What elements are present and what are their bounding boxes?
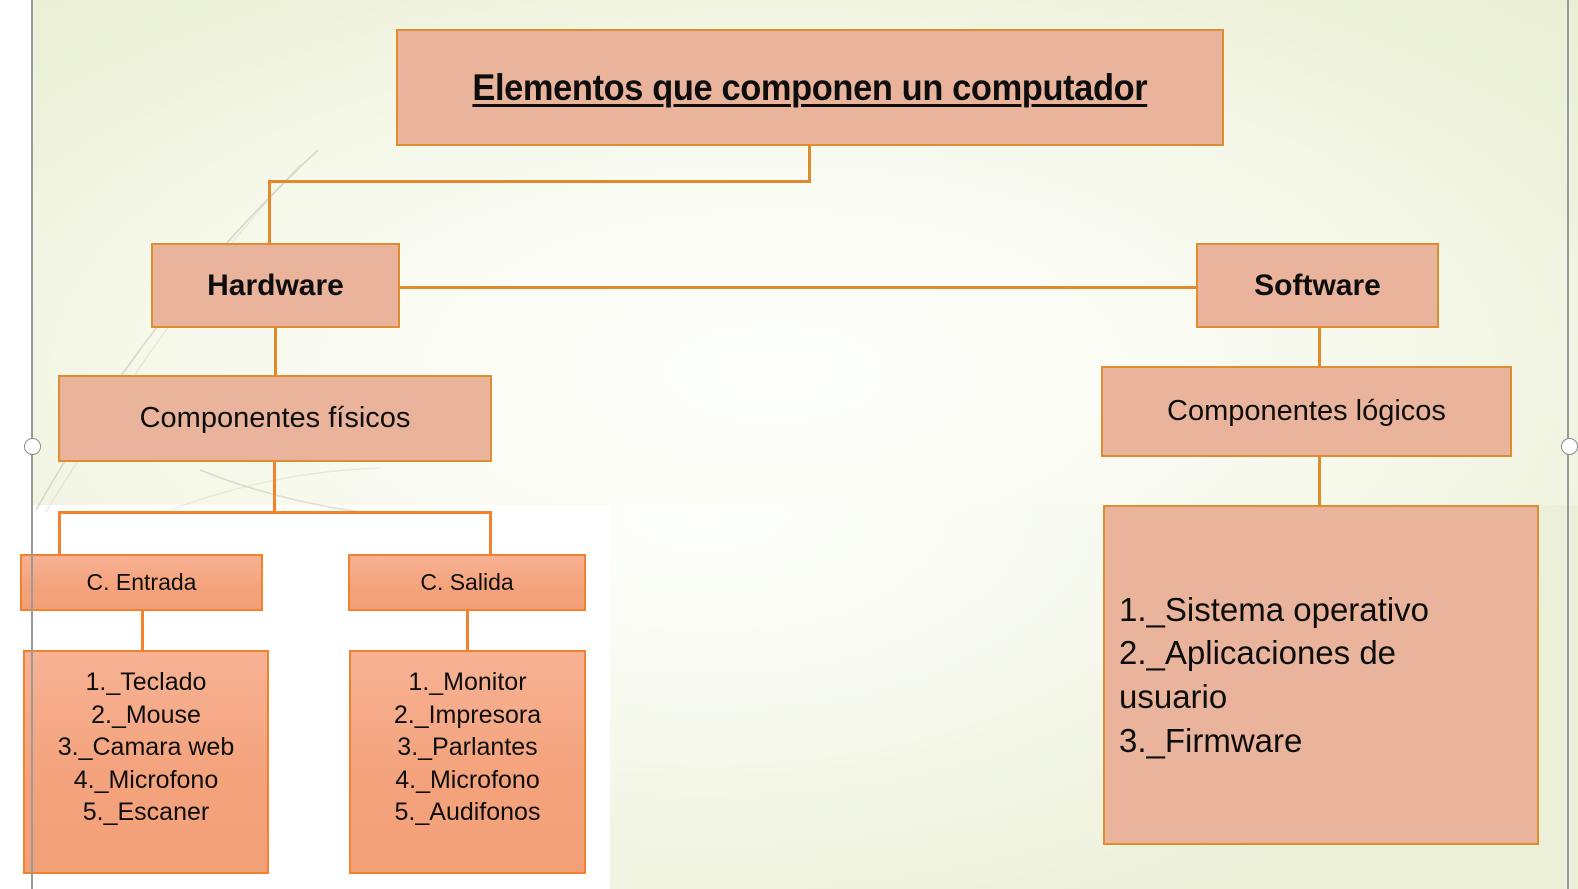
- connector-fisicos-down: [273, 462, 276, 513]
- node-componentes-logicos-label: Componentes lógicos: [1167, 395, 1446, 427]
- connector-salida-to-list: [466, 610, 469, 652]
- list-software[interactable]: 1._Sistema operativo 2._Aplicaciones de …: [1103, 505, 1539, 845]
- title-box[interactable]: Elementos que componen un computador: [396, 29, 1224, 146]
- list-salida-items: 1._Monitor 2._Impresora 3._Parlantes 4._…: [393, 668, 542, 826]
- node-componentes-fisicos-label: Componentes físicos: [139, 402, 411, 434]
- connector-entrada-to-list: [141, 610, 144, 652]
- list-entrada-items: 1._Teclado 2._Mouse 3._Camara web 4._Mic…: [57, 668, 235, 826]
- connector-logicos-to-software-list: [1318, 457, 1321, 507]
- node-componentes-salida-label: C. Salida: [420, 569, 514, 595]
- list-entrada[interactable]: 1._Teclado 2._Mouse 3._Camara web 4._Mic…: [23, 650, 269, 874]
- list-software-items: 1._Sistema operativo 2._Aplicaciones de …: [1119, 590, 1430, 759]
- connector-fisicos-bracket: [58, 511, 492, 514]
- node-hardware[interactable]: Hardware: [151, 243, 400, 328]
- resize-handle-left[interactable]: [24, 438, 41, 455]
- connector-hardware-software: [400, 286, 1197, 289]
- connector-title-bus: [268, 180, 811, 183]
- node-componentes-logicos[interactable]: Componentes lógicos: [1101, 366, 1512, 457]
- node-hardware-label: Hardware: [207, 268, 344, 302]
- connector-software-to-logicos: [1318, 328, 1321, 368]
- connector-hardware-to-fisicos: [274, 328, 277, 377]
- node-componentes-salida[interactable]: C. Salida: [348, 554, 586, 611]
- connector-bus-to-hardware: [268, 180, 271, 244]
- node-software[interactable]: Software: [1196, 243, 1439, 328]
- node-componentes-entrada-label: C. Entrada: [86, 569, 197, 595]
- node-componentes-fisicos[interactable]: Componentes físicos: [58, 375, 492, 462]
- connector-bracket-to-salida: [489, 511, 492, 557]
- connector-bracket-to-entrada: [58, 511, 61, 557]
- node-software-label: Software: [1254, 268, 1381, 302]
- page-title: Elementos que componen un computador: [472, 66, 1148, 108]
- list-salida[interactable]: 1._Monitor 2._Impresora 3._Parlantes 4._…: [349, 650, 586, 874]
- resize-handle-right[interactable]: [1561, 438, 1578, 455]
- connector-title-down: [808, 146, 811, 182]
- node-componentes-entrada[interactable]: C. Entrada: [20, 554, 263, 611]
